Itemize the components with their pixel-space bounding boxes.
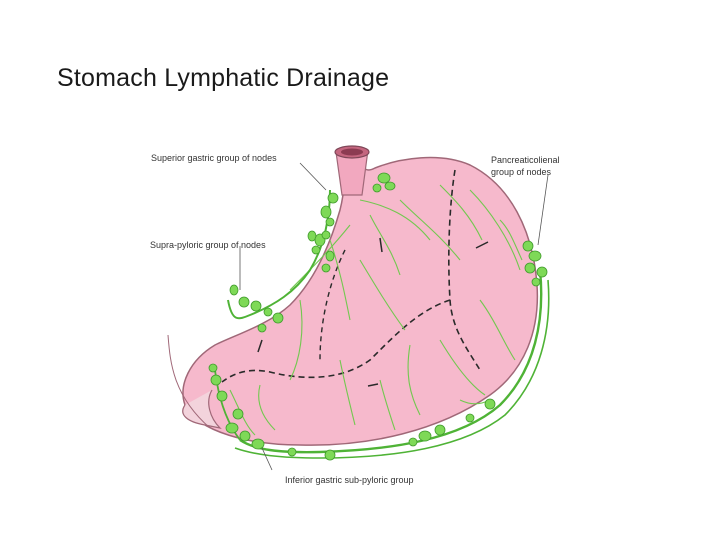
label-inferior-gastric: Inferior gastric sub-pyloric group (285, 475, 414, 485)
esophagus-lumen (341, 148, 363, 156)
flow-arrow (379, 237, 383, 253)
greater-curvature-lymphatic-chain-outer (234, 279, 550, 459)
flow-arrow (475, 241, 489, 249)
pancreaticolienal-nodes (522, 240, 548, 287)
pylorus-duodenum (182, 389, 222, 429)
label-pancreaticolienal-line1: Pancreaticolienal (491, 155, 560, 165)
stomach-body (182, 156, 539, 446)
greater-curvature-lymphatic-chain (239, 269, 543, 454)
zone-line-2 (221, 299, 451, 383)
slide-title: Stomach Lymphatic Drainage (57, 64, 390, 92)
lesser-curvature-lymphatic-chain (227, 189, 331, 320)
superior-gastric-nodes (320, 172, 396, 227)
suprapyloric-nodes (229, 230, 335, 333)
flow-arrow (257, 339, 263, 353)
zone-line-3 (319, 249, 346, 361)
zone-line-1 (448, 169, 481, 371)
label-pancreaticolienal-line2: group of nodes (491, 167, 552, 177)
inferior-gastric-nodes (208, 363, 496, 461)
label-suprapyloric: Supra-pyloric group of nodes (150, 240, 266, 250)
label-superior-gastric: Superior gastric group of nodes (151, 153, 277, 163)
flow-arrow (367, 383, 379, 387)
lymphatic-network (229, 184, 523, 436)
duodenum-tube (167, 334, 211, 429)
leader-lines (239, 162, 549, 471)
